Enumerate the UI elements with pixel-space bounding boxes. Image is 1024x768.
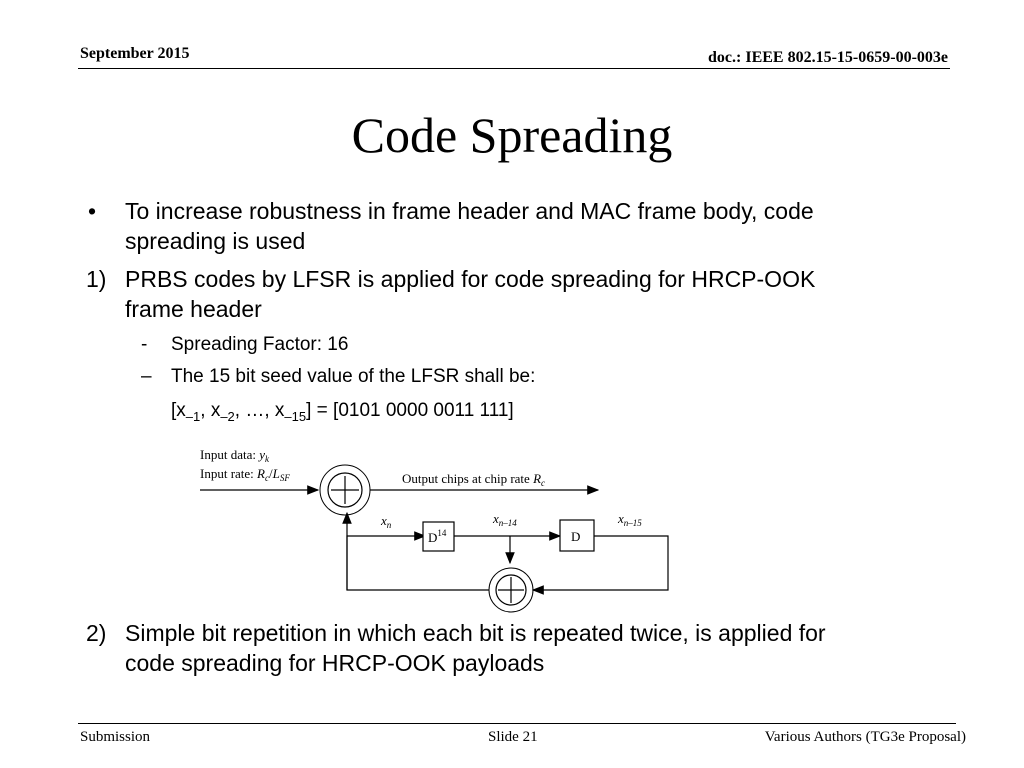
footer-submission: Submission (80, 729, 151, 745)
delay-1-label: D (571, 529, 580, 544)
header-date: September 2015 (80, 45, 190, 62)
delay-1-block (559, 519, 595, 552)
bottom-xor-adder (495, 574, 527, 606)
sub-bullet-marker: – (141, 366, 152, 387)
xn15-label: xn–15 (617, 511, 642, 528)
numbered-line: Simple bit repetition in which each bit … (125, 620, 826, 646)
delay-14-label: D14 (428, 528, 447, 545)
xn14-label: xn–14 (492, 511, 517, 528)
seed-index: –1 (185, 408, 201, 424)
input-rate-label: Input rate: Rc/LSF (200, 466, 290, 483)
lfsr-diagram: Input data: yk Input rate: Rc/LSF Output… (200, 447, 669, 613)
xn-label: xn (380, 513, 392, 530)
numbered-marker: 2) (86, 620, 107, 646)
numbered-line: PRBS codes by LFSR is applied for code s… (125, 266, 816, 292)
seed-var: x (176, 400, 186, 421)
feedback-return (342, 511, 489, 591)
footer-slide-number: Slide 21 (488, 729, 538, 745)
numbered-line: frame header (125, 296, 262, 322)
sub-bullet-text: Spreading Factor: 16 (171, 334, 349, 355)
top-xor-adder (327, 472, 363, 508)
bullet-marker: • (88, 198, 97, 224)
numbered-line: code spreading for HRCP-OOK payloads (125, 650, 545, 676)
bullet-line: To increase robustness in frame header a… (125, 198, 814, 224)
tap-15-path (531, 535, 669, 595)
seed-formula: [x–1, x–2, …, x–15] = [0101 0000 0011 11… (171, 400, 514, 424)
header-doc-id: doc.: IEEE 802.15-15-0659-00-003e (708, 49, 948, 66)
seed-value: ] = [0101 0000 0011 111] (306, 400, 514, 421)
seed-var: x (274, 400, 285, 421)
output-label: Output chips at chip rate Rc (402, 471, 545, 488)
sub-bullet-marker: - (141, 334, 148, 355)
feedback-path (346, 531, 427, 590)
seed-var: x (210, 400, 221, 421)
seed-index: –2 (220, 408, 235, 424)
footer-authors: Various Authors (TG3e Proposal) (764, 729, 966, 745)
numbered-marker: 1) (86, 266, 107, 292)
bullet-line: spreading is used (125, 228, 306, 254)
sub-bullet-text: The 15 bit seed value of the LFSR shall … (171, 366, 536, 387)
seed-index: –15 (284, 408, 307, 424)
slide-title: Code Spreading (351, 107, 673, 163)
header-divider (78, 68, 950, 69)
input-data-label: Input data: yk (200, 447, 270, 464)
footer-divider (78, 723, 956, 724)
